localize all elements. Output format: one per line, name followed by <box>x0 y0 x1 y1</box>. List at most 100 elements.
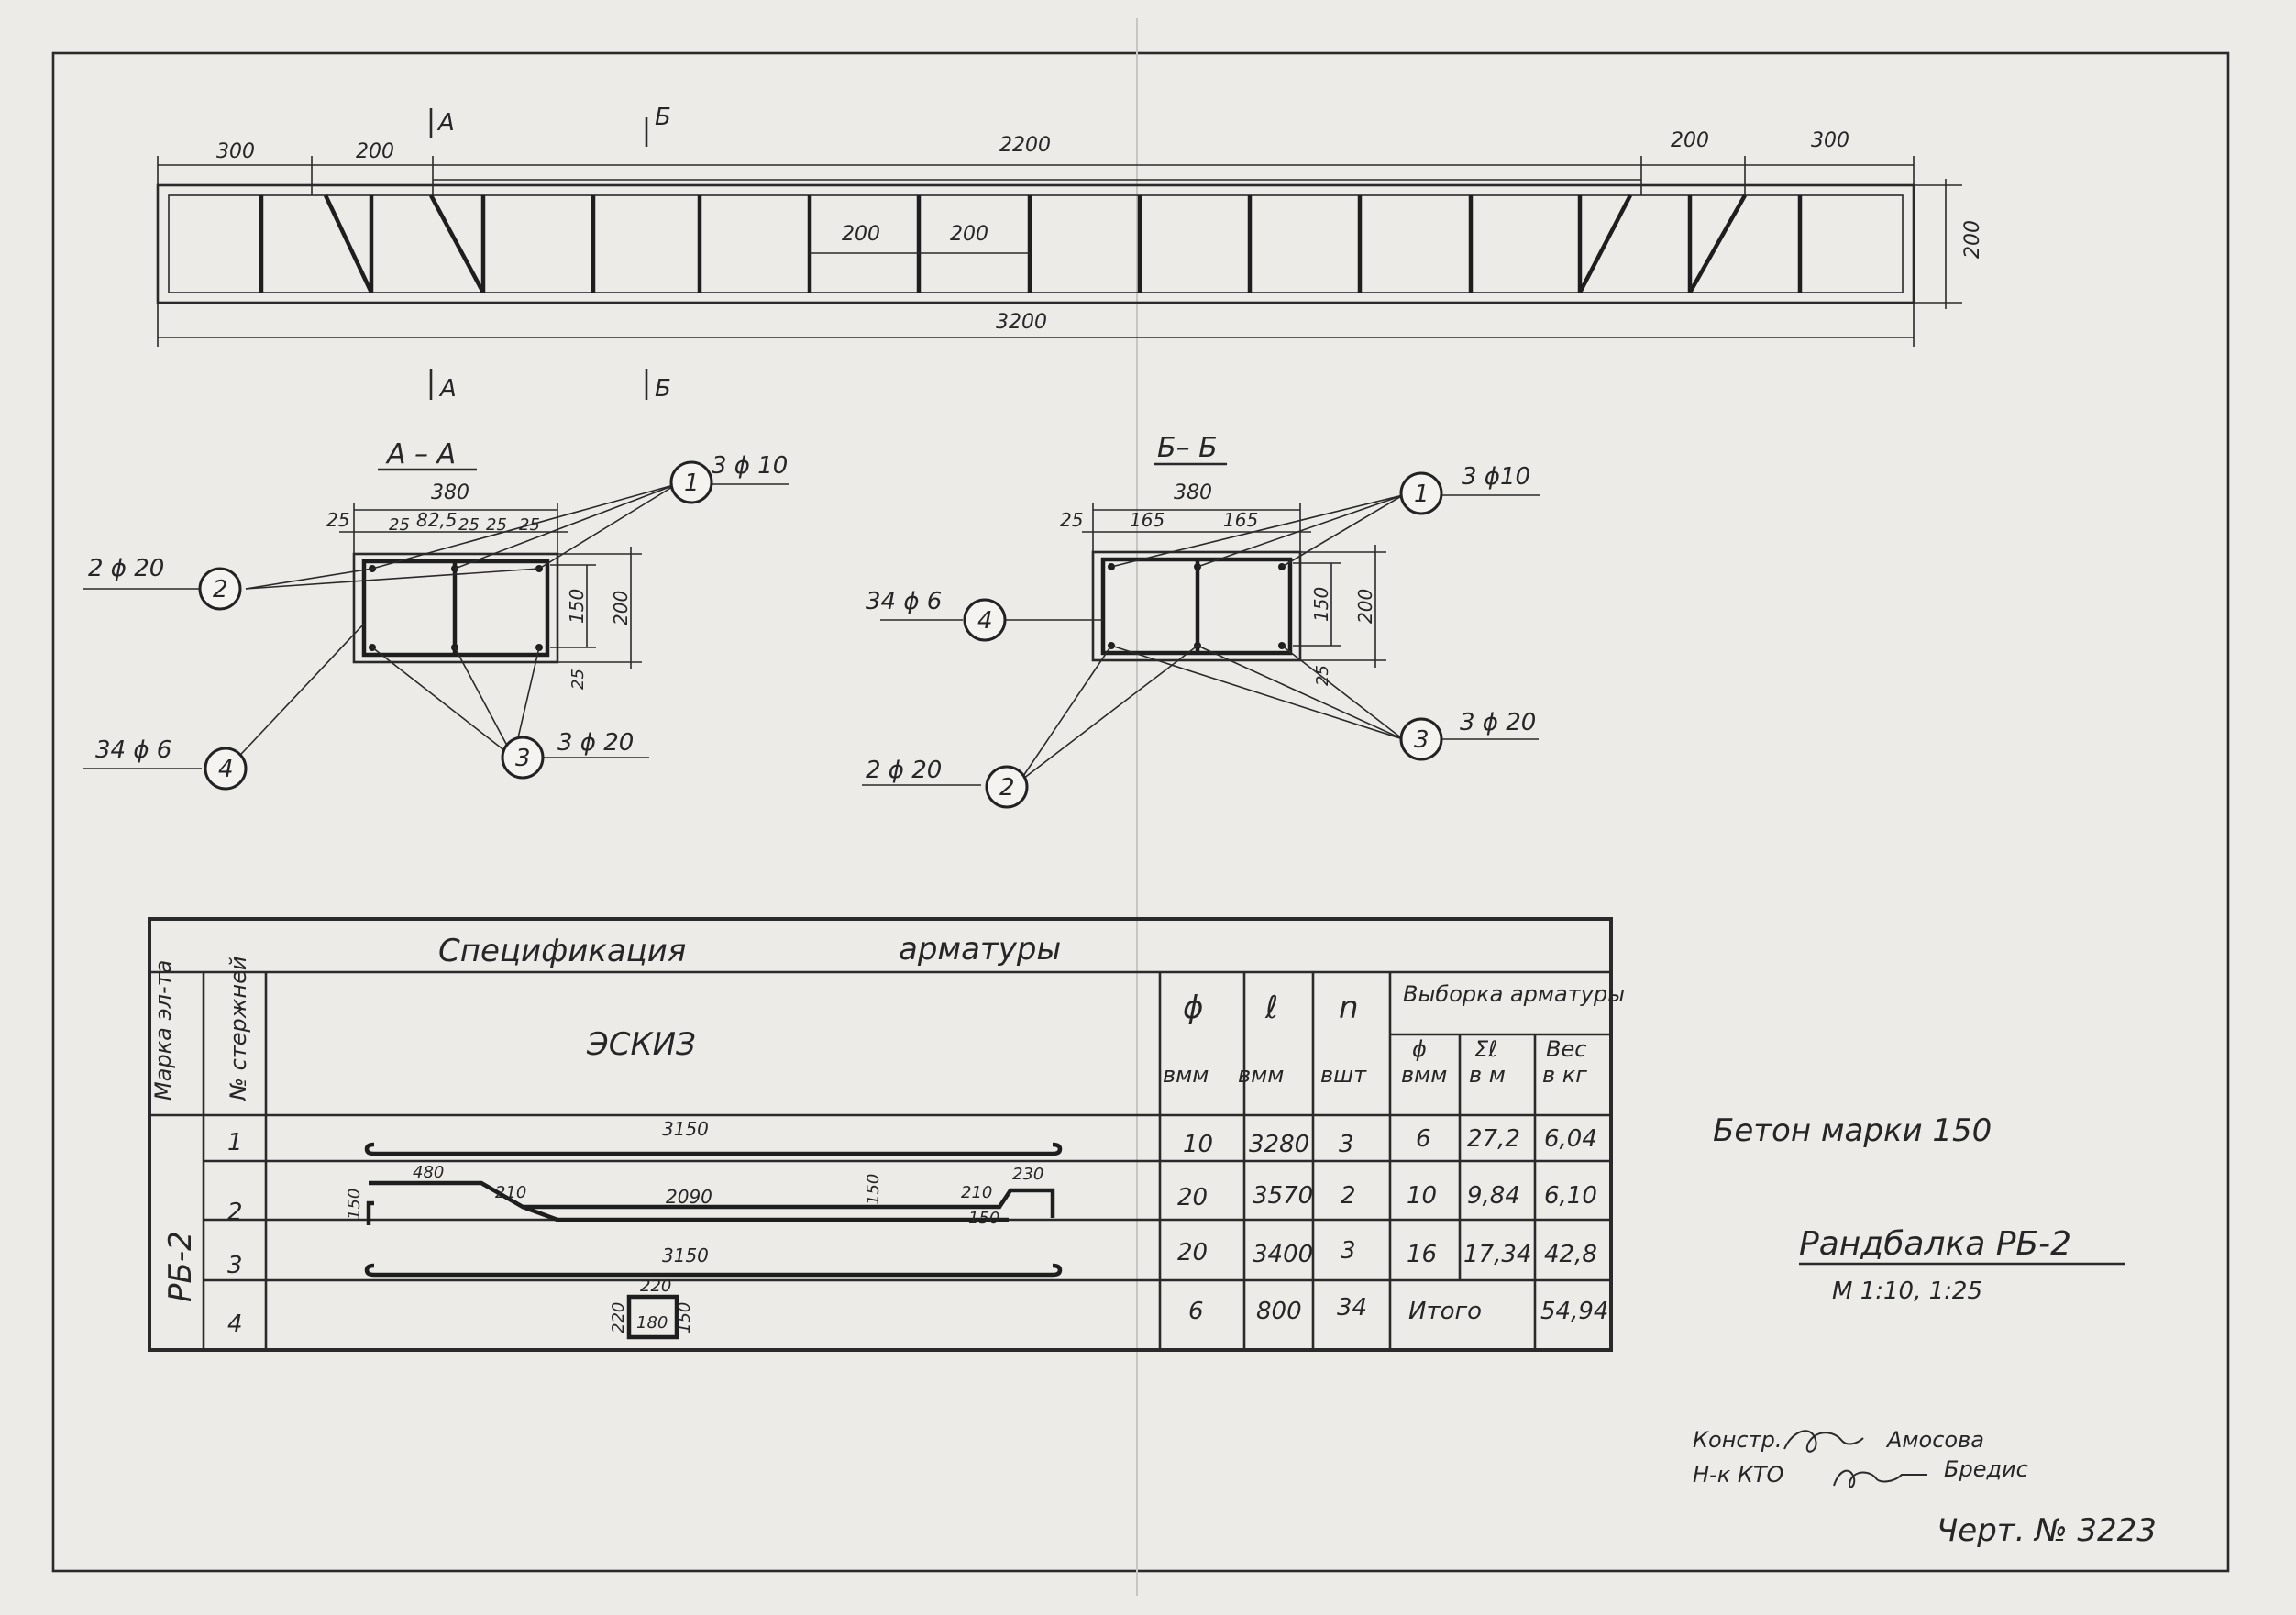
svg-text:800: 800 <box>1256 1298 1302 1325</box>
height-dimension <box>1914 179 1962 309</box>
header-d-unit: вмм <box>1163 1062 1209 1088</box>
section-aa: А – А 380 25 82,5 25 25 <box>83 438 789 791</box>
header-sel-len-unit: в м <box>1469 1062 1506 1088</box>
svg-text:10: 10 <box>1407 1182 1437 1210</box>
svg-text:3: 3 <box>227 1252 243 1279</box>
header-sel-w-unit: в кг <box>1542 1062 1587 1088</box>
section-bb-165-a: 165 <box>1130 509 1165 531</box>
svg-text:6: 6 <box>1416 1125 1431 1153</box>
svg-text:4: 4 <box>977 607 993 635</box>
sketch-bar4-150: 150 <box>675 1302 694 1333</box>
bar-sketches <box>364 1142 1063 1340</box>
svg-text:2: 2 <box>213 576 228 603</box>
sketch-bar2-210-right: 210 <box>961 1183 992 1202</box>
section-aa-width: 380 <box>431 481 469 504</box>
callout-aa-4: 4 34 ϕ 6 <box>95 736 248 791</box>
designer-name: Амосова <box>1885 1427 1984 1453</box>
callout-aa-2: 2 2 ϕ 20 <box>88 555 242 611</box>
svg-text:4: 4 <box>227 1311 243 1338</box>
svg-text:6,10: 6,10 <box>1544 1182 1597 1210</box>
section-bb-cover-left: 25 <box>1060 509 1083 531</box>
svg-text:17,34: 17,34 <box>1463 1241 1531 1268</box>
section-mark-a-bottom: А <box>438 375 457 403</box>
section-aa-dims <box>339 503 642 669</box>
drawing-title: Рандбалка РБ-2 <box>1799 1225 2071 1263</box>
drawing-number: Черт. № 3223 <box>1937 1512 2157 1549</box>
bent-bars <box>323 194 1747 294</box>
header-n-unit: вшт <box>1320 1062 1367 1088</box>
section-aa-h150: 150 <box>566 589 588 624</box>
header-sel-len: Σℓ <box>1474 1036 1497 1062</box>
sketch-bar4-180: 180 <box>636 1313 668 1333</box>
element-mark: РБ-2 <box>162 1231 199 1302</box>
section-aa-outline <box>352 552 559 664</box>
callout-aa-4-label: 34 ϕ 6 <box>95 736 171 764</box>
sketch-bar2-210: 210 <box>495 1183 526 1202</box>
svg-text:2: 2 <box>1341 1182 1356 1210</box>
callout-bb-2: 2 2 ϕ 20 <box>866 757 1029 809</box>
svg-text:42,8: 42,8 <box>1544 1241 1597 1268</box>
svg-text:3400: 3400 <box>1253 1241 1313 1268</box>
concrete-grade-note: Бетон марки 150 <box>1713 1112 1992 1149</box>
header-sel-d-unit: вмм <box>1401 1062 1447 1088</box>
head-name: Бредис <box>1944 1456 2028 1482</box>
section-bb-h150: 150 <box>1310 587 1332 622</box>
svg-text:1: 1 <box>684 470 700 497</box>
header-selection: Выборка арматуры <box>1403 981 1625 1007</box>
sketch-bar2-150-mid: 150 <box>864 1174 883 1205</box>
callout-bb-2-label: 2 ϕ 20 <box>866 757 942 784</box>
drawing-title-block: Рандбалка РБ-2 М 1:10, 1:25 <box>1799 1225 2125 1305</box>
callout-bb-4: 4 34 ϕ 6 <box>866 588 1007 642</box>
table-row: 3 20 3400 3 16 17,34 42,8 <box>227 1237 1597 1279</box>
table-row: 1 10 3280 3 6 27,2 6,04 <box>227 1125 1597 1158</box>
svg-text:4: 4 <box>218 756 234 783</box>
spec-table-grid <box>149 970 1611 1350</box>
dim-3200: 3200 <box>996 311 1047 334</box>
header-l-unit: вмм <box>1238 1062 1284 1088</box>
svg-text:3570: 3570 <box>1253 1182 1313 1210</box>
dim-inner-200-b: 200 <box>950 223 988 246</box>
header-sel-d: ϕ <box>1412 1036 1427 1062</box>
svg-text:20: 20 <box>1177 1184 1208 1211</box>
overall-dimension <box>157 303 1915 347</box>
callout-bb-1-label: 3 ϕ10 <box>1462 463 1530 491</box>
section-bb-dims <box>1082 503 1386 668</box>
dim-300-left: 300 <box>216 140 255 163</box>
section-mark-a-top: А <box>436 109 455 137</box>
section-aa-825: 82,5 <box>416 509 458 531</box>
dim-300-right: 300 <box>1811 129 1849 152</box>
section-bb-title: Б– Б <box>1157 432 1218 464</box>
total-label: Итого <box>1408 1298 1482 1325</box>
svg-text:3: 3 <box>515 745 531 772</box>
spec-table-title-left: Спецификация <box>438 933 686 969</box>
dim-2200: 2200 <box>999 134 1051 157</box>
svg-text:2: 2 <box>999 774 1015 802</box>
top-dimension-chain <box>157 156 1915 195</box>
callout-aa-2-label: 2 ϕ 20 <box>88 555 164 582</box>
section-aa-small-3: 25 <box>486 515 507 535</box>
dim-inner-200-a: 200 <box>842 223 880 246</box>
sketch-bar2-2090: 2090 <box>666 1186 712 1208</box>
sketch-bar3-len: 3150 <box>662 1244 709 1267</box>
svg-text:2: 2 <box>227 1199 243 1226</box>
section-aa-h200: 200 <box>610 591 632 625</box>
spec-table: Спецификация арматуры Марка эл-та № стер… <box>148 917 1625 1352</box>
callout-bb-3: 3 3 ϕ 20 <box>1399 709 1536 761</box>
section-aa-small-2: 25 <box>458 515 480 535</box>
head-role: Н-к КТО <box>1693 1462 1783 1488</box>
total-weight: 54,94 <box>1540 1298 1608 1325</box>
svg-text:16: 16 <box>1407 1241 1437 1268</box>
callout-aa-1: 1 3 ϕ 10 <box>669 452 788 504</box>
svg-text:3: 3 <box>1414 726 1429 754</box>
section-bb-165-b: 165 <box>1223 509 1258 531</box>
section-bb: Б– Б 380 25 165 165 150 <box>862 432 1540 809</box>
designer-role: Констр. <box>1693 1427 1782 1453</box>
header-mark: Марка эл-та <box>150 960 176 1101</box>
beam-cage <box>168 194 1904 293</box>
section-mark-b-bottom: Б <box>655 375 671 403</box>
spec-table-title-right: арматуры <box>899 931 1061 968</box>
designer-signature <box>1783 1430 1864 1453</box>
section-bb-width: 380 <box>1174 481 1212 504</box>
sketch-bar1-len: 3150 <box>662 1118 709 1140</box>
